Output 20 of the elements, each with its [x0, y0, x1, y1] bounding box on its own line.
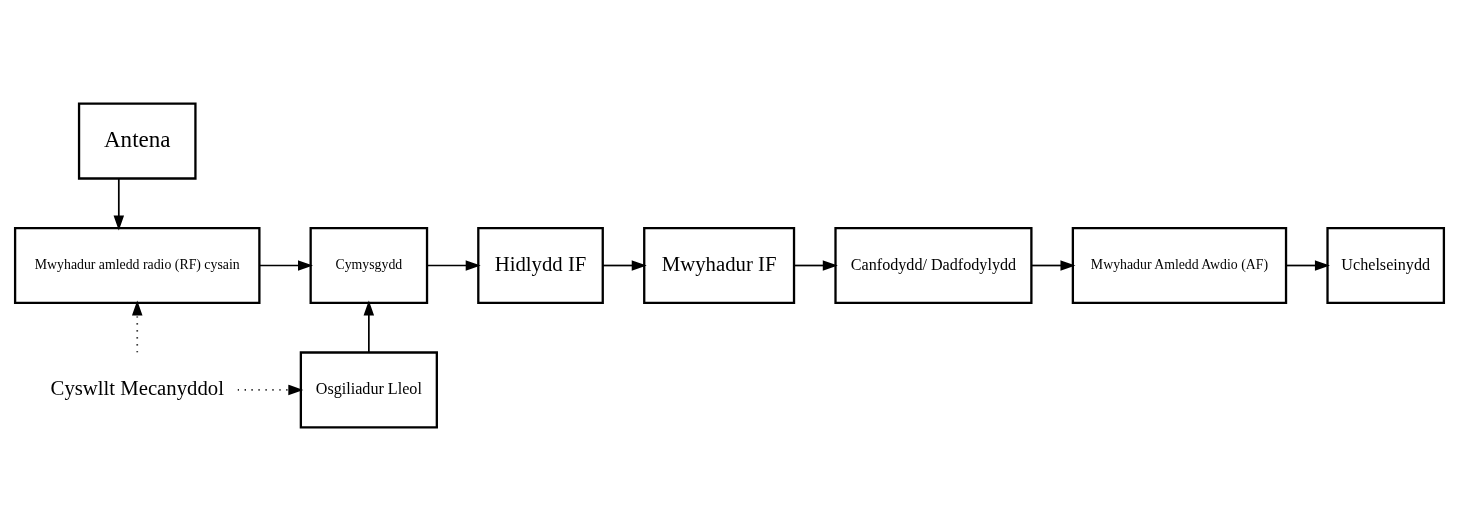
arrow [792, 259, 838, 271]
node-box: Antena [77, 101, 197, 180]
node-box: Canfodydd/ Dadfodylydd [833, 226, 1033, 304]
node-text: Cyswllt Mecanyddol [50, 376, 224, 399]
arrow [113, 177, 124, 231]
node-box: Hidlydd IF [476, 226, 604, 304]
node-box: Osgiliadur Lleol [299, 350, 438, 429]
arrow [363, 299, 374, 353]
node-box: Uchelseinydd [1325, 226, 1445, 304]
arrow [426, 259, 481, 271]
node-box: Mwyhadur amledd radio (RF) cysain [13, 226, 261, 304]
arrow [236, 384, 303, 395]
node-box: Mwyhadur IF [642, 226, 795, 304]
node-box: Cymysgydd [309, 226, 428, 304]
arrow [1030, 259, 1075, 271]
arrow [131, 299, 142, 353]
arrow [601, 259, 647, 271]
arrow [258, 259, 313, 271]
node-box: Mwyhadur Amledd Awdio (AF) [1071, 226, 1287, 304]
arrow [1284, 259, 1330, 271]
